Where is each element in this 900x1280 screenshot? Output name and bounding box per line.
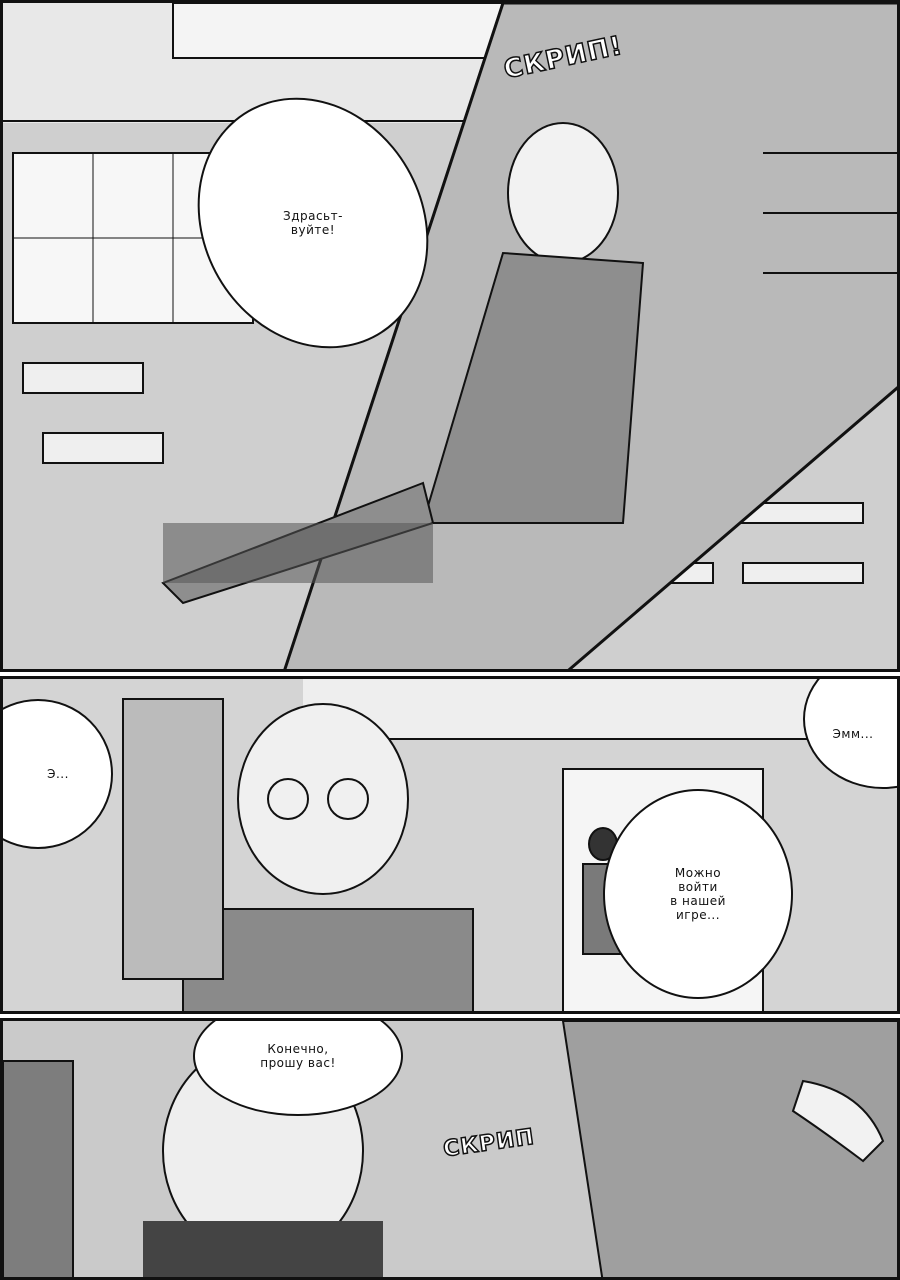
speech-text-right-top: Эмм... — [832, 727, 874, 741]
panel-bottom: Конечно, прошу вас! СКРИП — [0, 1018, 900, 1280]
speech-bubble-answer: Конечно, прошу вас! — [193, 1021, 403, 1116]
panel-top-artwork — [3, 3, 897, 669]
panel-middle: Э... Эмм... Можно войти в нашей игре... — [0, 676, 900, 1014]
speech-bubble-question: Можно войти в нашей игре... — [603, 789, 793, 999]
speech-text-answer: Конечно, прошу вас! — [260, 1042, 336, 1070]
panel-top: СКРИП! Здрасьт- вуйте! — [0, 0, 900, 672]
speech-text-left: Э... — [47, 767, 69, 781]
speech-text-question: Можно войти в нашей игре... — [670, 866, 726, 922]
speech-text-greeting: Здрасьт- вуйте! — [283, 209, 343, 238]
